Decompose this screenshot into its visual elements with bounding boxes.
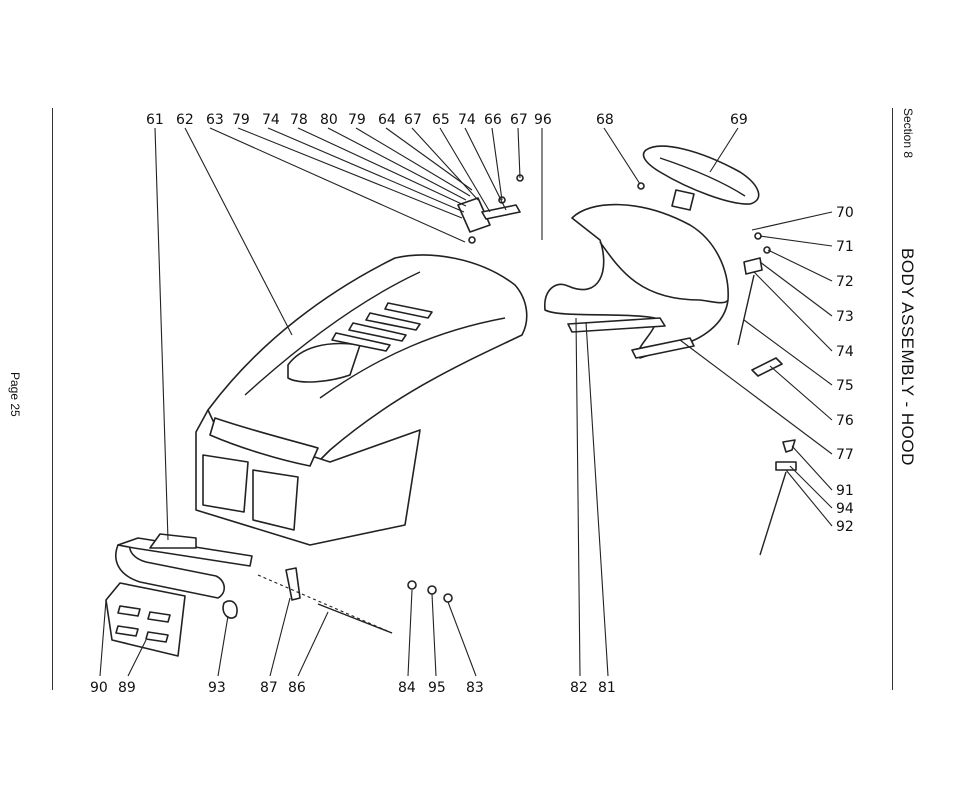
callout-76: 76 [836, 413, 854, 429]
callout-82: 82 [570, 680, 588, 696]
small-hardware-parts [637, 182, 797, 556]
callout-79: 79 [348, 112, 366, 128]
dash-console-part [544, 203, 729, 359]
callout-77: 77 [836, 447, 854, 463]
callout-71: 71 [836, 239, 854, 255]
callout-75: 75 [836, 378, 854, 394]
callout-96: 96 [534, 112, 552, 128]
callout-65: 65 [432, 112, 450, 128]
callout-74: 74 [262, 112, 280, 128]
callout-86: 86 [288, 680, 306, 696]
hood-pin-spring-rod [257, 567, 453, 634]
callout-61: 61 [146, 112, 164, 128]
callout-72: 72 [836, 274, 854, 290]
callout-90: 90 [90, 680, 108, 696]
callout-64: 64 [378, 112, 396, 128]
callout-67: 67 [404, 112, 422, 128]
left-border-rule [52, 108, 53, 690]
callout-78: 78 [290, 112, 308, 128]
callout-80: 80 [320, 112, 338, 128]
steering-wheel-part [642, 145, 760, 211]
callout-67: 67 [510, 112, 528, 128]
callout-68: 68 [596, 112, 614, 128]
callout-83: 83 [466, 680, 484, 696]
callout-93: 93 [208, 680, 226, 696]
callout-95: 95 [428, 680, 446, 696]
callout-63: 63 [206, 112, 224, 128]
callout-leaders [99, 127, 833, 677]
callout-92: 92 [836, 519, 854, 535]
callout-74: 74 [458, 112, 476, 128]
callout-62: 62 [176, 112, 194, 128]
callout-70: 70 [836, 205, 854, 221]
callout-66: 66 [484, 112, 502, 128]
hood-bracket-parts [457, 174, 524, 244]
callout-74: 74 [836, 344, 854, 360]
callout-87: 87 [260, 680, 278, 696]
callout-labels: 61 62 63 79 74 78 80 79 64 67 65 74 66 6… [90, 112, 854, 696]
callout-69: 69 [730, 112, 748, 128]
callout-79: 79 [232, 112, 250, 128]
callout-81: 81 [598, 680, 616, 696]
front-bumper-part [105, 533, 253, 657]
hood-part [195, 254, 528, 546]
callout-89: 89 [118, 680, 136, 696]
callout-94: 94 [836, 501, 854, 517]
callout-73: 73 [836, 309, 854, 325]
callout-91: 91 [836, 483, 854, 499]
right-border-rule [892, 108, 893, 690]
callout-84: 84 [398, 680, 416, 696]
